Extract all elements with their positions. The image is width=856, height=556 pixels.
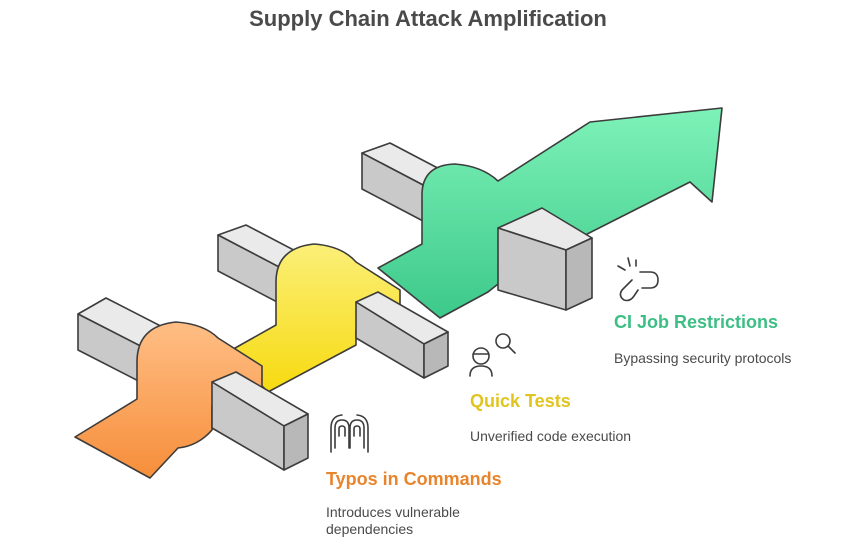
step-description-quick-tests: Unverified code execution [470,428,632,444]
diagram-title: Supply Chain Attack Amplification [249,6,607,31]
person-with-magnifier-icon [469,333,516,377]
step-label-quick-tests: Quick Tests [470,391,571,411]
step-description-ci-job-restrictions: Bypassing security protocols [614,350,792,366]
step-label-typos-in-commands: Typos in Commands [326,469,502,489]
broken-link-icon [617,257,659,302]
step-label-ci-job-restrictions: CI Job Restrictions [614,312,779,332]
two-fingers-tapping-icon [330,414,369,453]
orange-ribbon [74,321,263,479]
beam-front-2 [355,291,449,379]
beam-front-3 [497,207,593,311]
step-description-typos-in-commands: Introduces vulnerable dependencies [326,504,460,537]
beam-front-1 [211,371,309,471]
